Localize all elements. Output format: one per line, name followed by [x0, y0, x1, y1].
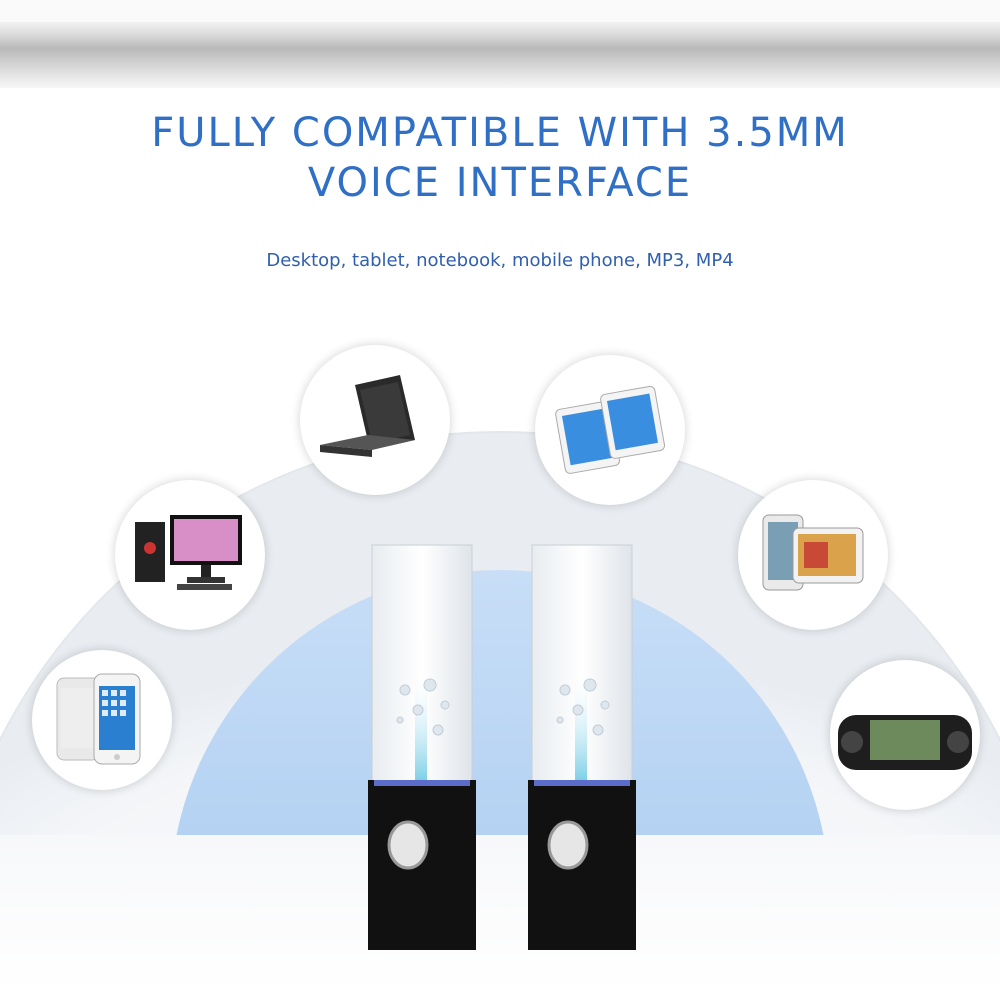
speaker-left [368, 544, 476, 950]
floor-reflection [0, 835, 1000, 992]
headline-line-1: FULLY COMPATIBLE WITH 3.5MM [151, 110, 849, 156]
header-banner-bar [0, 22, 1000, 88]
top-strip [0, 0, 1000, 22]
smartphone-icon [56, 673, 141, 765]
tablet-circle [535, 355, 685, 505]
tablet-icon [555, 385, 666, 474]
speaker-right [528, 544, 636, 950]
headline: FULLY COMPATIBLE WITH 3.5MM VOICE INTERF… [0, 108, 1000, 208]
smartphone-circle [32, 650, 172, 790]
mp4-circle [738, 480, 888, 630]
desktop-computer-icon [135, 515, 242, 590]
mp4-player-icon [762, 514, 864, 591]
water-dancing-speakers-icon [368, 544, 636, 950]
desktop-circle [115, 480, 265, 630]
headline-line-2: VOICE INTERFACE [307, 160, 693, 206]
compatible-devices-text: Desktop, tablet, notebook, mobile phone,… [266, 250, 734, 271]
laptop-icon [320, 375, 415, 457]
handheld-game-console-icon [838, 715, 972, 770]
game-console-circle [830, 660, 980, 810]
laptop-circle [300, 345, 450, 495]
